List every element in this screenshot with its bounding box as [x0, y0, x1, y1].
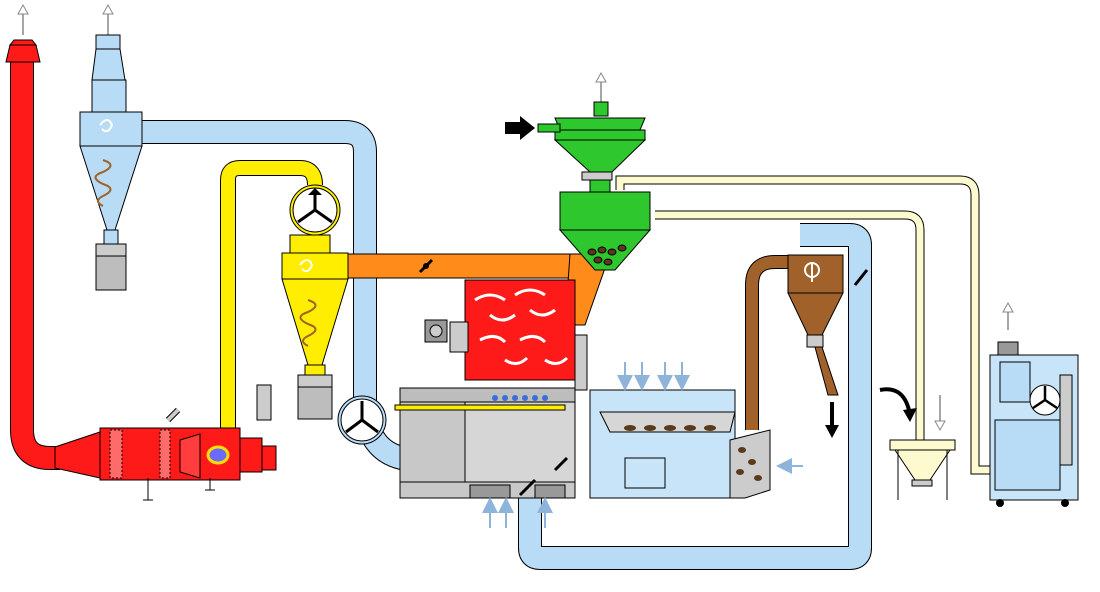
roasting-drum — [424, 279, 588, 391]
exhaust-fan — [289, 184, 341, 236]
destoner-cyclone — [729, 254, 844, 499]
pneumatic-line — [615, 175, 1000, 475]
chaff-cyclone — [281, 234, 349, 420]
green-coffee-hopper — [558, 179, 652, 271]
cooling-cyclone — [79, 3, 143, 291]
roaster-outlet-duct — [347, 253, 611, 326]
burner-stack — [5, 3, 60, 470]
burner-afterburner — [54, 384, 277, 501]
cooling-fan — [337, 395, 387, 445]
cooling-tray — [589, 362, 803, 499]
roaster-base — [394, 387, 576, 528]
discharge-hopper — [879, 387, 956, 500]
green-coffee-receiver — [505, 71, 647, 181]
pneumatic-conveyor-unit — [989, 301, 1079, 507]
exhaust-duct — [220, 160, 323, 430]
duct-dampers — [518, 269, 869, 497]
